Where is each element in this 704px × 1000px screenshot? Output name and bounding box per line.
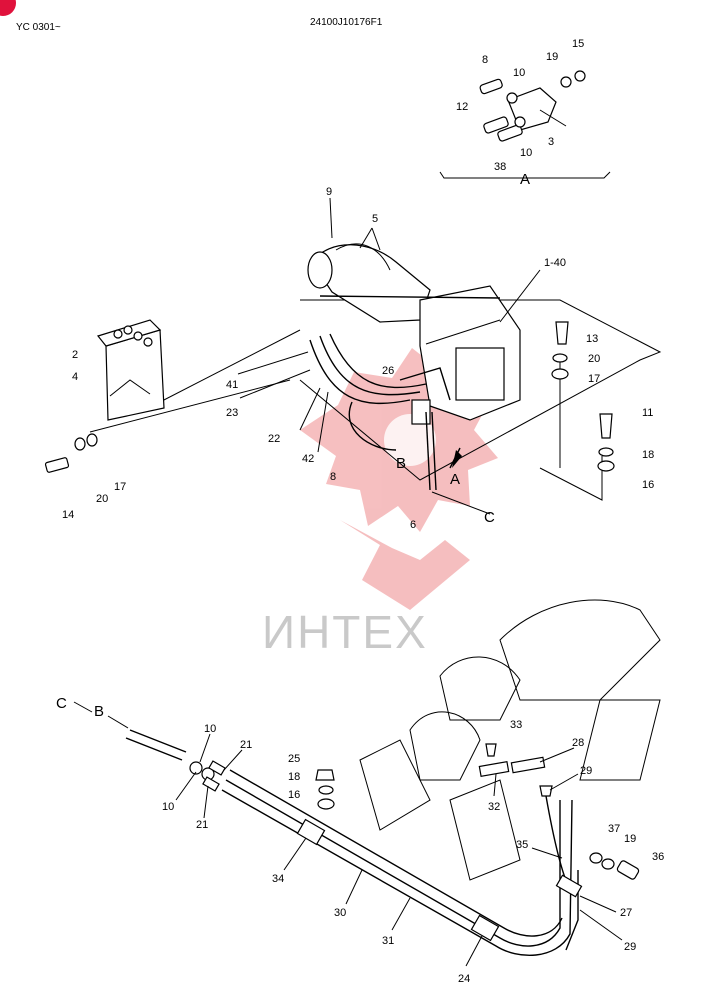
callout-36: 36 — [652, 851, 664, 863]
callout-13: 13 — [586, 333, 598, 345]
watermark-gear-base — [340, 520, 470, 610]
callout-29b: 29 — [624, 941, 636, 953]
heater-assembly — [89, 197, 662, 515]
callout-30: 30 — [334, 907, 346, 919]
callout-42: 42 — [302, 453, 314, 465]
callout-10b-detail: 10 — [520, 147, 532, 159]
callout-16: 16 — [288, 789, 300, 801]
detail-a-label: A — [520, 171, 530, 188]
callout-23: 23 — [226, 407, 238, 419]
corner-badge — [0, 0, 16, 16]
callout-14: 14 — [62, 509, 74, 521]
callout-41: 41 — [226, 379, 238, 391]
pipe-run — [73, 701, 640, 967]
watermark-gear-hub — [384, 414, 436, 466]
callout-35: 35 — [516, 839, 528, 851]
callout-19: 19 — [624, 833, 636, 845]
callout-1-40: 1-40 — [544, 257, 566, 269]
callout-21a-lower: 21 — [240, 739, 252, 751]
callout-6: 6 — [410, 519, 416, 531]
connection-c-upper: C — [484, 509, 495, 526]
engine-outline — [359, 599, 661, 881]
callout-18: 18 — [288, 771, 300, 783]
callout-20a: 20 — [588, 353, 600, 365]
callout-24: 24 — [458, 973, 470, 985]
fasteners-left — [44, 433, 98, 473]
callout-27: 27 — [620, 907, 632, 919]
callout-5: 5 — [372, 213, 378, 225]
connection-a-arrow: A — [450, 471, 460, 488]
callout-25: 25 — [288, 753, 300, 765]
relay-box — [96, 319, 165, 421]
callout-38-detail: 38 — [494, 161, 506, 173]
callout-22: 22 — [268, 433, 280, 445]
callout-28: 28 — [572, 737, 584, 749]
callout-2: 2 — [72, 349, 78, 361]
watermark-text: ИНТЕХ — [262, 606, 428, 658]
callout-34: 34 — [272, 873, 284, 885]
callout-19-detail: 19 — [546, 51, 558, 63]
callout-8: 8 — [330, 471, 336, 483]
connection-c-lower: C — [56, 695, 67, 712]
fasteners-right — [551, 321, 615, 472]
callout-33: 33 — [510, 719, 522, 731]
callout-29a: 29 — [580, 765, 592, 777]
callout-16a: 16 — [642, 479, 654, 491]
callout-3-detail: 3 — [548, 136, 554, 148]
callout-20b: 20 — [96, 493, 108, 505]
callout-31: 31 — [382, 935, 394, 947]
callout-26: 26 — [382, 365, 394, 377]
callout-21b-lower: 21 — [196, 819, 208, 831]
callout-18a: 18 — [642, 449, 654, 461]
serial-range: YC 0301~ — [16, 22, 61, 33]
callout-15-detail: 15 — [572, 38, 584, 50]
callout-10a-detail: 10 — [513, 67, 525, 79]
drawing-number: 24100J10176F1 — [310, 17, 383, 28]
callout-11: 11 — [642, 407, 653, 419]
callout-10b-lower: 10 — [162, 801, 174, 813]
connection-b-lower: B — [94, 703, 104, 720]
callout-12-detail: 12 — [456, 101, 468, 113]
callout-10a-lower: 10 — [204, 723, 216, 735]
callout-37: 37 — [608, 823, 620, 835]
callout-8-detail: 8 — [482, 54, 488, 66]
callout-17b: 17 — [114, 481, 126, 493]
callout-17a: 17 — [588, 373, 600, 385]
callout-4: 4 — [72, 371, 78, 383]
detail-a — [439, 70, 611, 179]
connection-b-upper: B — [396, 455, 406, 472]
callout-9: 9 — [326, 186, 332, 198]
callout-32: 32 — [488, 801, 500, 813]
